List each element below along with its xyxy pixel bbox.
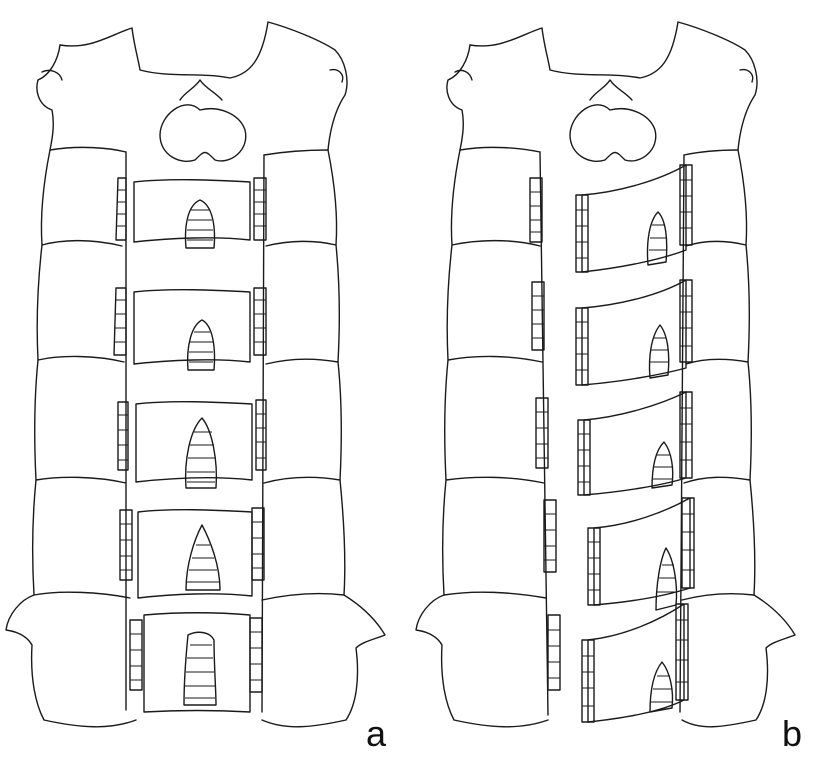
panel-a-label: a [366,713,387,754]
panel-b-facet-hatches [529,164,695,723]
panel-a-facet-hatches [113,177,267,693]
panel-b-spinous-hatches [646,211,678,713]
panel-a-spinous-hatches [183,199,221,706]
panel-b-drawing [415,21,796,728]
panel-b-label: b [782,713,803,754]
panel-a-drawing [5,21,386,728]
